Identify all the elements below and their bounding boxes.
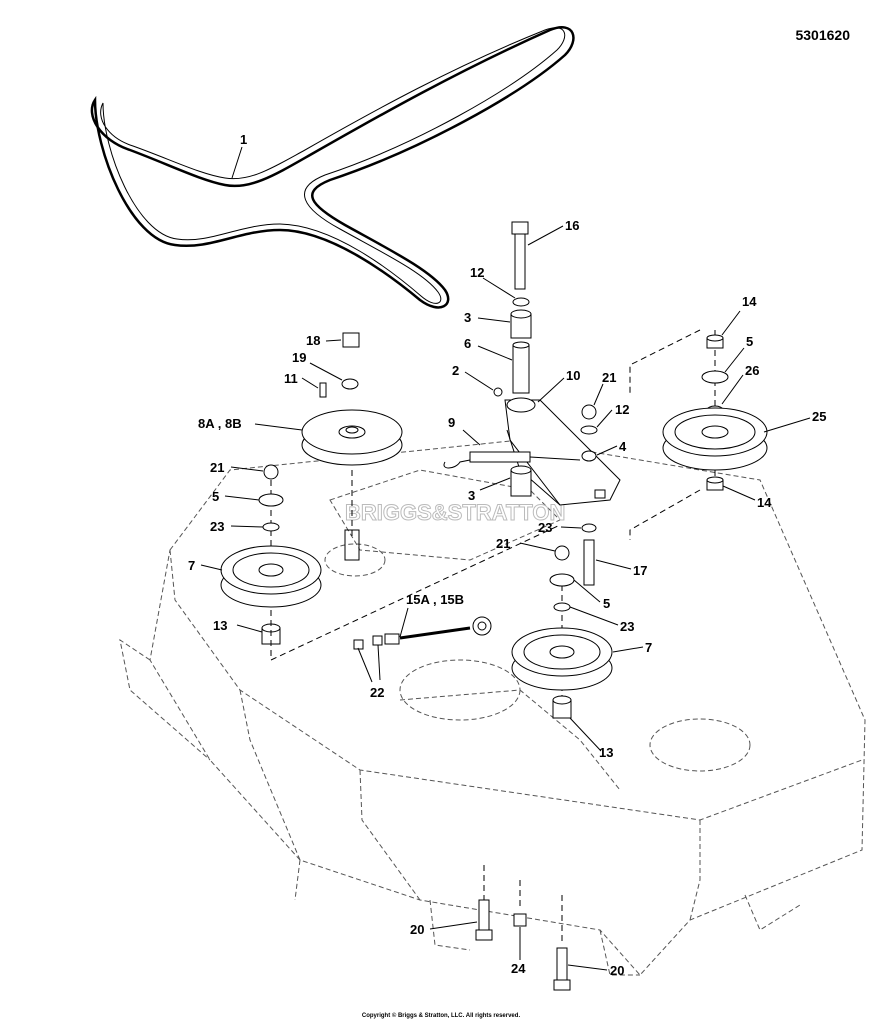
callout-8: 8A , 8B	[198, 416, 242, 431]
nut-24	[513, 913, 527, 927]
callout-2: 2	[452, 363, 459, 378]
spacer-13-right	[552, 695, 572, 719]
callout-20: 20	[610, 963, 624, 978]
washer-5-top-right	[701, 370, 729, 384]
spindle-shaft	[344, 529, 360, 561]
idler-pulley-25	[662, 407, 768, 471]
callout-4: 4	[619, 439, 627, 454]
spacer-14-top	[706, 334, 724, 349]
callout-14: 14	[757, 495, 772, 510]
callout-13: 13	[599, 745, 613, 760]
nut-22-a	[353, 639, 364, 650]
callout-12: 12	[615, 402, 629, 417]
bushing-3-top	[510, 309, 532, 339]
callout-22: 22	[370, 685, 384, 700]
callout-26: 26	[745, 363, 759, 378]
callout-19: 19	[292, 350, 306, 365]
callout-17: 17	[633, 563, 647, 578]
callout-13: 13	[213, 618, 227, 633]
callout-21: 21	[210, 460, 224, 475]
bushing-3-bottom	[510, 465, 532, 497]
washer-12-top	[512, 297, 530, 307]
idler-pulley-7-left	[220, 545, 322, 608]
callout-20: 20	[410, 922, 424, 937]
callout-3: 3	[464, 310, 471, 325]
bolt-16	[511, 221, 529, 290]
callout-25: 25	[812, 409, 826, 424]
callout-24: 24	[511, 961, 526, 976]
callout-23: 23	[538, 520, 552, 535]
pulley-8	[301, 409, 403, 466]
stud-17	[583, 539, 595, 586]
washer-5-right	[549, 573, 575, 587]
washer-23-arm	[581, 523, 597, 533]
drive-belt	[90, 26, 575, 309]
callout-23: 23	[620, 619, 634, 634]
nut-2	[493, 387, 503, 397]
spring-9	[443, 451, 581, 469]
callout-6: 6	[464, 336, 471, 351]
nut-21-right	[554, 545, 570, 561]
eyebolt-15	[384, 616, 492, 645]
copyright-notice: Copyright © Briggs & Stratton, LLC. All …	[361, 1013, 521, 1019]
callout-21: 21	[496, 536, 510, 551]
idler-pulley-7-right	[511, 627, 613, 691]
drawing-number: 5301620	[795, 27, 850, 43]
callout-3: 3	[468, 488, 475, 503]
nut-21-left	[263, 464, 279, 480]
washer-12-arm	[580, 425, 598, 435]
callout-7: 7	[645, 640, 652, 655]
washer-5-left	[258, 493, 284, 507]
key-11	[319, 382, 327, 398]
nut-18	[342, 332, 360, 348]
callout-12: 12	[470, 265, 484, 280]
callout-5: 5	[212, 489, 219, 504]
callout-23: 23	[210, 519, 224, 534]
washer-23-left	[262, 522, 280, 532]
bushing-4	[581, 450, 597, 462]
bolt-20-right	[553, 947, 571, 991]
leader-lines	[200, 146, 811, 971]
callout-5: 5	[746, 334, 753, 349]
callout-9: 9	[448, 415, 455, 430]
callout-7: 7	[188, 558, 195, 573]
callout-21: 21	[602, 370, 616, 385]
washer-23-right	[553, 602, 571, 612]
callout-5: 5	[603, 596, 610, 611]
washer-19	[341, 378, 359, 390]
callout-14: 14	[742, 294, 757, 309]
bolt-20-left	[475, 899, 493, 941]
callout-16: 16	[565, 218, 579, 233]
nut-21-arm	[581, 404, 597, 420]
callout-1: 1	[240, 132, 247, 147]
nut-22-b	[372, 635, 383, 646]
spacer-14-bottom	[706, 476, 724, 491]
callout-11: 11	[284, 371, 298, 386]
watermark-text: BRIGGS&STRATTON	[345, 500, 565, 525]
spacer-6	[512, 341, 530, 394]
callout-10: 10	[566, 368, 580, 383]
callout-18: 18	[306, 333, 320, 348]
callout-15: 15A , 15B	[406, 592, 464, 607]
